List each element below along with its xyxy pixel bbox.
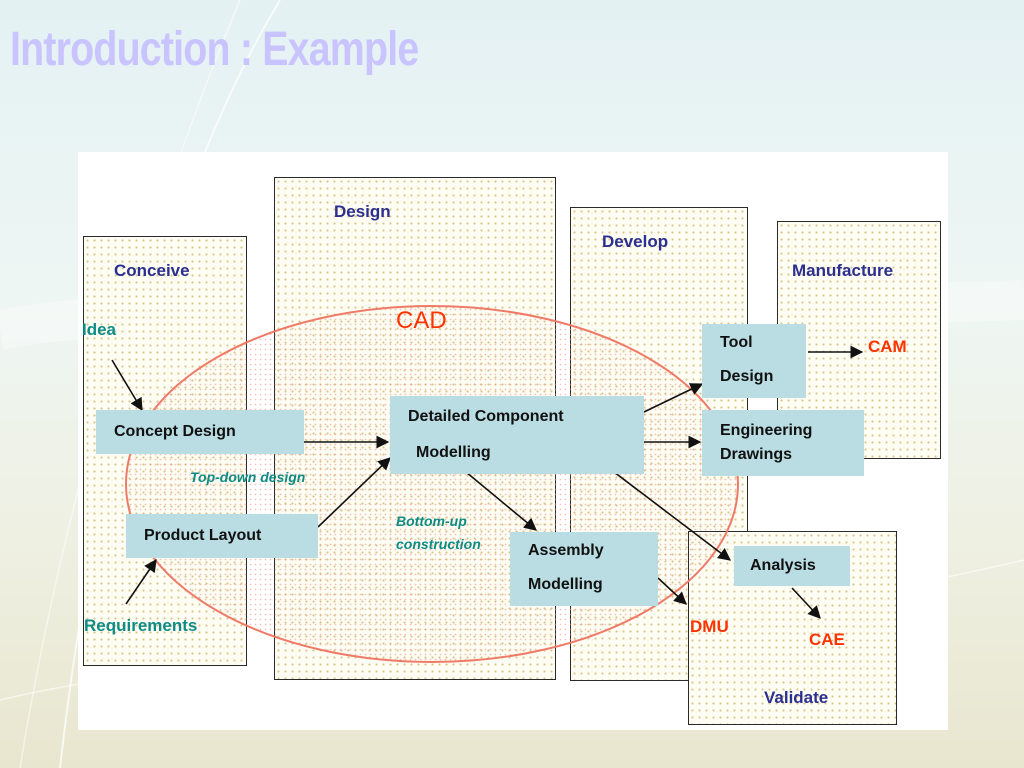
box-engineering-drawings: Engineering Drawings	[702, 410, 864, 476]
arrow-assembly-to-dmu	[657, 577, 687, 605]
output-dmu: DMU	[690, 617, 729, 636]
output-cam: CAM	[868, 337, 907, 356]
input-idea: Idea	[82, 320, 117, 339]
stage-label-conceive: Conceive	[114, 261, 190, 280]
stage-label-validate: Validate	[764, 688, 829, 707]
box-concept-design-text: Concept Design	[114, 423, 236, 440]
box-assembly-modelling-line2: Modelling	[528, 576, 603, 593]
stage-label-design: Design	[334, 202, 391, 221]
box-concept-design: Concept Design	[96, 410, 304, 454]
annotation-bottom-up-line2: construction	[396, 536, 481, 552]
stage-label-develop: Develop	[602, 232, 669, 251]
arrow-idea-to-concept	[111, 359, 143, 412]
box-analysis-text: Analysis	[750, 557, 816, 574]
box-tool-design-line1: Tool	[720, 334, 753, 351]
box-engineering-drawings-line2: Drawings	[720, 446, 793, 463]
box-assembly-modelling: Assembly Modelling	[510, 532, 658, 606]
box-analysis: Analysis	[734, 546, 850, 586]
box-tool-design-line2: Design	[720, 368, 774, 385]
box-tool-design: Tool Design	[702, 324, 806, 398]
slide-title: Introduction : Example	[10, 23, 419, 76]
box-detailed-component-line2: Modelling	[416, 444, 491, 461]
arrow-analysis-to-cae	[791, 587, 821, 619]
arrow-detailed-to-analysis	[613, 471, 732, 561]
arrow-detailed-to-assembly	[465, 471, 537, 531]
stage-label-manufacture: Manufacture	[792, 261, 894, 280]
input-requirements: Requirements	[84, 616, 198, 635]
box-engineering-drawings-line1: Engineering	[720, 422, 813, 439]
box-product-layout-text: Product Layout	[144, 527, 262, 544]
box-assembly-modelling-line1: Assembly	[528, 542, 604, 559]
box-detailed-component-line1: Detailed Component	[408, 408, 564, 425]
box-detailed-component: Detailed Component Modelling	[390, 396, 644, 474]
box-product-layout: Product Layout	[126, 514, 318, 558]
arrow-layout-to-detailed	[317, 457, 391, 528]
output-cae: CAE	[809, 630, 845, 649]
arrow-requirements-to-layout	[125, 558, 157, 605]
arrow-detailed-to-tool	[643, 383, 704, 413]
annotation-top-down: Top-down design	[190, 469, 306, 485]
annotation-bottom-up-line1: Bottom-up	[396, 513, 467, 529]
cad-label: CAD	[396, 307, 447, 334]
cad-process-diagram: Conceive Design Develop Manufacture Vali…	[78, 152, 948, 730]
